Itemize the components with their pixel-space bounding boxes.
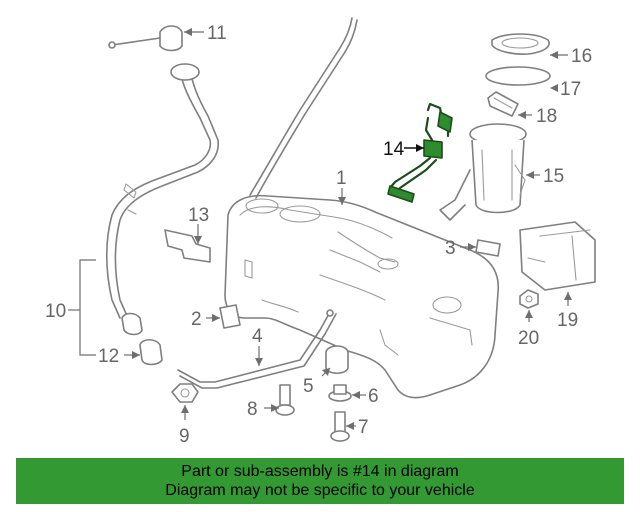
callout-label-4: 4 bbox=[252, 326, 263, 347]
flange-nut bbox=[328, 384, 352, 402]
exploded-parts-diagram: 11 10 12 13 2 4 1 bbox=[45, 17, 596, 447]
callout-label-1: 1 bbox=[336, 168, 347, 189]
callout-15: 15 bbox=[526, 166, 564, 187]
insulator-pad bbox=[219, 304, 241, 329]
bolt-7 bbox=[330, 411, 350, 442]
fuel-level-sender-highlighted[interactable] bbox=[387, 102, 453, 203]
grommet-nut bbox=[519, 289, 539, 309]
filler-cap bbox=[108, 25, 183, 52]
retaining-clip bbox=[475, 239, 501, 257]
callout-17: 17 bbox=[550, 79, 581, 100]
callout-1: 1 bbox=[336, 168, 347, 205]
callout-12: 12 bbox=[98, 346, 140, 367]
callout-label-20: 20 bbox=[518, 328, 539, 349]
callout-6: 6 bbox=[352, 386, 379, 407]
callout-18: 18 bbox=[518, 106, 557, 127]
o-ring-seal bbox=[485, 66, 551, 86]
callout-label-12: 12 bbox=[98, 346, 119, 367]
callout-label-6: 6 bbox=[368, 386, 379, 407]
callout-3: 3 bbox=[445, 238, 476, 259]
mounting-bracket bbox=[164, 229, 211, 263]
callout-label-18: 18 bbox=[536, 106, 557, 127]
fuel-pump-module bbox=[439, 123, 527, 221]
callout-label-7: 7 bbox=[358, 417, 369, 438]
callout-16: 16 bbox=[550, 46, 592, 67]
callout-label-2: 2 bbox=[191, 309, 202, 330]
callout-label-5: 5 bbox=[303, 376, 314, 397]
callout-label-3: 3 bbox=[445, 238, 456, 259]
callout-19: 19 bbox=[557, 292, 578, 331]
bolt-8 bbox=[275, 384, 295, 416]
callout-10: 10 bbox=[45, 259, 96, 356]
callout-label-15: 15 bbox=[543, 166, 564, 187]
callout-9: 9 bbox=[179, 405, 190, 447]
callout-11: 11 bbox=[184, 23, 227, 44]
callout-label-13: 13 bbox=[188, 205, 209, 226]
banner-line-part-number: Part or sub-assembly is #14 in diagram bbox=[181, 463, 459, 480]
callout-label-14: 14 bbox=[383, 139, 405, 160]
tank-strap bbox=[177, 309, 337, 389]
control-module bbox=[519, 221, 596, 291]
sender-cover bbox=[487, 91, 519, 117]
callout-label-19: 19 bbox=[557, 310, 578, 331]
filler-pipe bbox=[105, 17, 358, 336]
callout-5: 5 bbox=[303, 367, 331, 397]
callout-14: 14 bbox=[383, 139, 424, 160]
callout-label-10: 10 bbox=[45, 301, 66, 322]
part-info-banner: Part or sub-assembly is #14 in diagram D… bbox=[16, 458, 624, 504]
callout-4: 4 bbox=[252, 326, 263, 366]
callout-label-9: 9 bbox=[179, 426, 190, 447]
callout-label-16: 16 bbox=[571, 46, 592, 67]
lock-ring bbox=[491, 33, 550, 55]
callout-8: 8 bbox=[247, 399, 279, 420]
callout-2: 2 bbox=[191, 309, 220, 330]
hex-nut bbox=[171, 383, 199, 403]
hose-clamp-part bbox=[139, 338, 163, 366]
callout-label-8: 8 bbox=[247, 399, 258, 420]
callout-20: 20 bbox=[518, 310, 539, 349]
callout-13: 13 bbox=[188, 205, 209, 244]
callout-7: 7 bbox=[346, 417, 369, 438]
callout-label-11: 11 bbox=[207, 23, 227, 44]
callout-label-17: 17 bbox=[560, 79, 581, 100]
banner-line-disclaimer: Diagram may not be specific to your vehi… bbox=[165, 482, 475, 499]
fuel-tank bbox=[224, 194, 499, 399]
